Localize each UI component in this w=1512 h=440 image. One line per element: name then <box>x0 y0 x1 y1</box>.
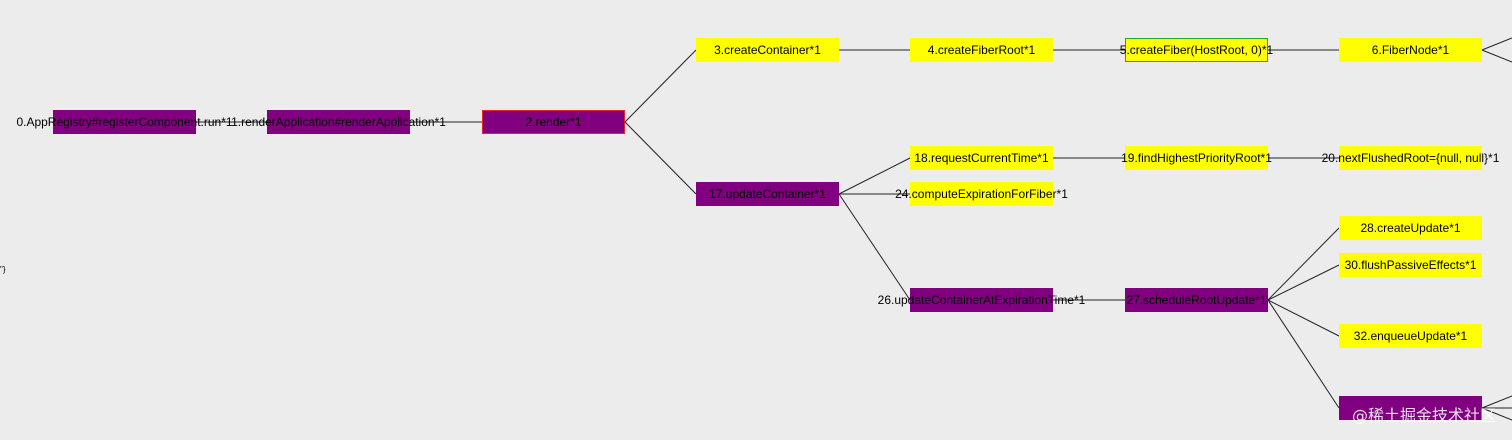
node-n1[interactable] <box>267 110 410 134</box>
node-label-n30: 30.flushPassiveEffects*1 <box>1344 258 1477 272</box>
stray-text: "} <box>0 265 6 274</box>
edge-offscreen-n34-4 <box>1481 407 1512 421</box>
node-label-n28: 28.createUpdate*1 <box>1360 221 1461 235</box>
node-label-n4: 4.createFiberRoot*1 <box>927 43 1036 57</box>
node-n6[interactable] <box>1339 38 1482 62</box>
node-label-n1: 1.renderApplication#renderApplication*1 <box>231 115 446 129</box>
edge-n2-n3 <box>624 49 697 123</box>
node-n27[interactable] <box>1125 288 1268 312</box>
node-label-n27: 27.scheduleRootUpdate*1 <box>1126 293 1267 307</box>
node-label-n6: 6.FiberNode*1 <box>1371 43 1450 57</box>
node-n4[interactable] <box>910 38 1053 62</box>
node-label-n17: 17.updateContainer*1 <box>709 187 826 201</box>
node-label-n26: 26.updateContainerAtExpirationTime*1 <box>877 293 1086 307</box>
edge-n17-n26 <box>838 193 911 301</box>
node-label-n5: 5.createFiber(HostRoot, 0)*1 <box>1119 43 1274 57</box>
node-n3[interactable] <box>696 38 839 62</box>
node-n30[interactable] <box>1339 253 1482 277</box>
node-label-n18: 18.requestCurrentTime*1 <box>914 151 1049 165</box>
edge-n27-n30 <box>1267 264 1340 301</box>
node-n0[interactable] <box>53 110 196 134</box>
node-n26[interactable] <box>910 288 1053 312</box>
node-label-n20: 20.nextFlushedRoot={null, null}*1 <box>1321 151 1500 165</box>
node-n5[interactable] <box>1125 38 1268 62</box>
edge-offscreen-n6-0 <box>1481 37 1512 51</box>
node-label-n24: 24.computeExpirationForFiber*1 <box>895 187 1068 201</box>
node-n18[interactable] <box>910 146 1053 170</box>
node-n19[interactable] <box>1125 146 1268 170</box>
edge-n27-n32 <box>1267 299 1340 337</box>
watermark: @稀土掘金技术社区 <box>1351 406 1496 425</box>
node-n34[interactable] <box>1339 396 1482 420</box>
node-n32[interactable] <box>1339 324 1482 348</box>
edge-offscreen-n6-1 <box>1481 49 1512 63</box>
edge-n27-n28 <box>1267 227 1340 301</box>
node-label-n2: 2.render*1 <box>525 115 582 129</box>
edge-n2-n17 <box>624 121 697 195</box>
node-n24[interactable] <box>910 182 1053 206</box>
node-n20[interactable] <box>1339 146 1482 170</box>
edge-offscreen-n34-2 <box>1481 395 1512 409</box>
node-label-n0: 0.AppRegistry#registerComponent.run*1 <box>16 115 233 129</box>
edge-n27-n34 <box>1267 299 1340 409</box>
edge-n17-n18 <box>838 157 911 195</box>
node-n28[interactable] <box>1339 216 1482 240</box>
node-n17[interactable] <box>696 182 839 206</box>
node-label-n19: 19.findHighestPriorityRoot*1 <box>1121 151 1272 165</box>
node-label-n3: 3.createContainer*1 <box>714 43 821 57</box>
node-label-n32: 32.enqueueUpdate*1 <box>1353 329 1468 343</box>
node-n2[interactable] <box>482 110 625 134</box>
